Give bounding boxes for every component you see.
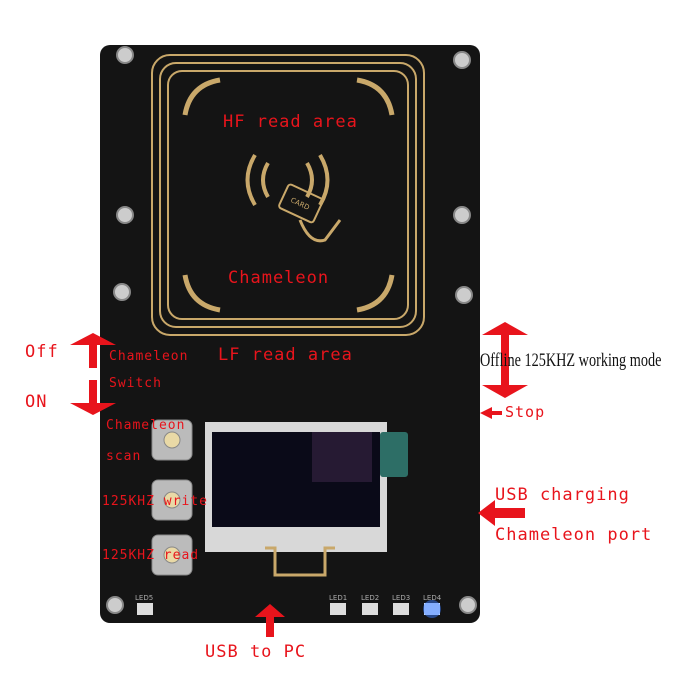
off-arrow [70, 333, 116, 368]
chameleon-port-label: Chameleon port [495, 525, 653, 545]
usb-charging-arrow [478, 500, 525, 526]
off-label: Off [25, 342, 59, 362]
write-125khz-label: 125KHZ write [102, 494, 208, 509]
led5-label: LED5 [135, 594, 154, 602]
oled-display [205, 422, 408, 577]
usb-to-pc-label: USB to PC [205, 642, 307, 662]
chameleon-switch-label-2: Switch [109, 376, 162, 391]
arrows [70, 322, 528, 637]
on-label: ON [25, 392, 48, 412]
chameleon-label: Chameleon [228, 268, 330, 288]
mount-screws [106, 46, 477, 614]
lf-read-area-label: LF read area [218, 345, 353, 365]
push-buttons [151, 419, 193, 576]
led-indicators [137, 600, 441, 618]
chameleon-scan-label-1: Chameleon [106, 418, 186, 433]
led4-label: LED4 [423, 594, 442, 602]
stop-arrow [480, 407, 502, 419]
corner-arcs [182, 77, 395, 313]
mode-arrow [482, 322, 528, 398]
led3-label: LED3 [392, 594, 411, 602]
card-icon [278, 183, 342, 243]
led1-label: LED1 [329, 594, 348, 602]
stop-label: Stop [505, 403, 546, 421]
usb-pc-arrow [255, 604, 285, 637]
offline-mode-label: Offline 125KHZ working mode [480, 350, 662, 371]
on-arrow [70, 380, 116, 415]
chameleon-switch-label-1: Chameleon [109, 349, 189, 364]
usb-charging-label: USB charging [495, 485, 630, 505]
read-125khz-label: 125KHZ read [102, 548, 200, 563]
led2-label: LED2 [361, 594, 380, 602]
hf-coil [151, 54, 425, 336]
chameleon-scan-label-2: scan [106, 449, 142, 464]
hf-read-area-label: HF read area [223, 112, 358, 132]
